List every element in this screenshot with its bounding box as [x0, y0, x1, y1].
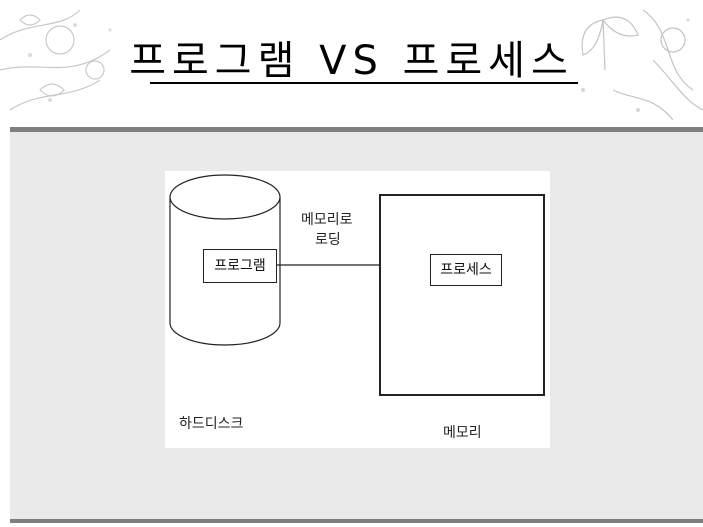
disk-program-box: 프로그램 — [203, 249, 277, 283]
bottom-divider — [10, 519, 703, 523]
top-divider — [10, 127, 703, 132]
slide-header: 프로그램 VS 프로세스 — [0, 0, 703, 128]
program-process-diagram: 프로그램 메모리로 로딩 프로세스 하드디스크 메모리 — [165, 171, 550, 448]
disk-label: 하드디스크 — [179, 416, 244, 432]
arrow-label-line1: 메모리로 — [301, 212, 353, 228]
disk-program-label: 프로그램 — [214, 258, 266, 274]
process-label: 프로세스 — [440, 262, 492, 278]
memory-box — [379, 194, 545, 396]
process-box: 프로세스 — [430, 254, 502, 286]
arrow-label-line2: 로딩 — [315, 232, 341, 248]
memory-label: 메모리 — [443, 425, 482, 441]
page-title: 프로그램 VS 프로세스 — [129, 38, 574, 84]
title-underline — [150, 82, 578, 84]
